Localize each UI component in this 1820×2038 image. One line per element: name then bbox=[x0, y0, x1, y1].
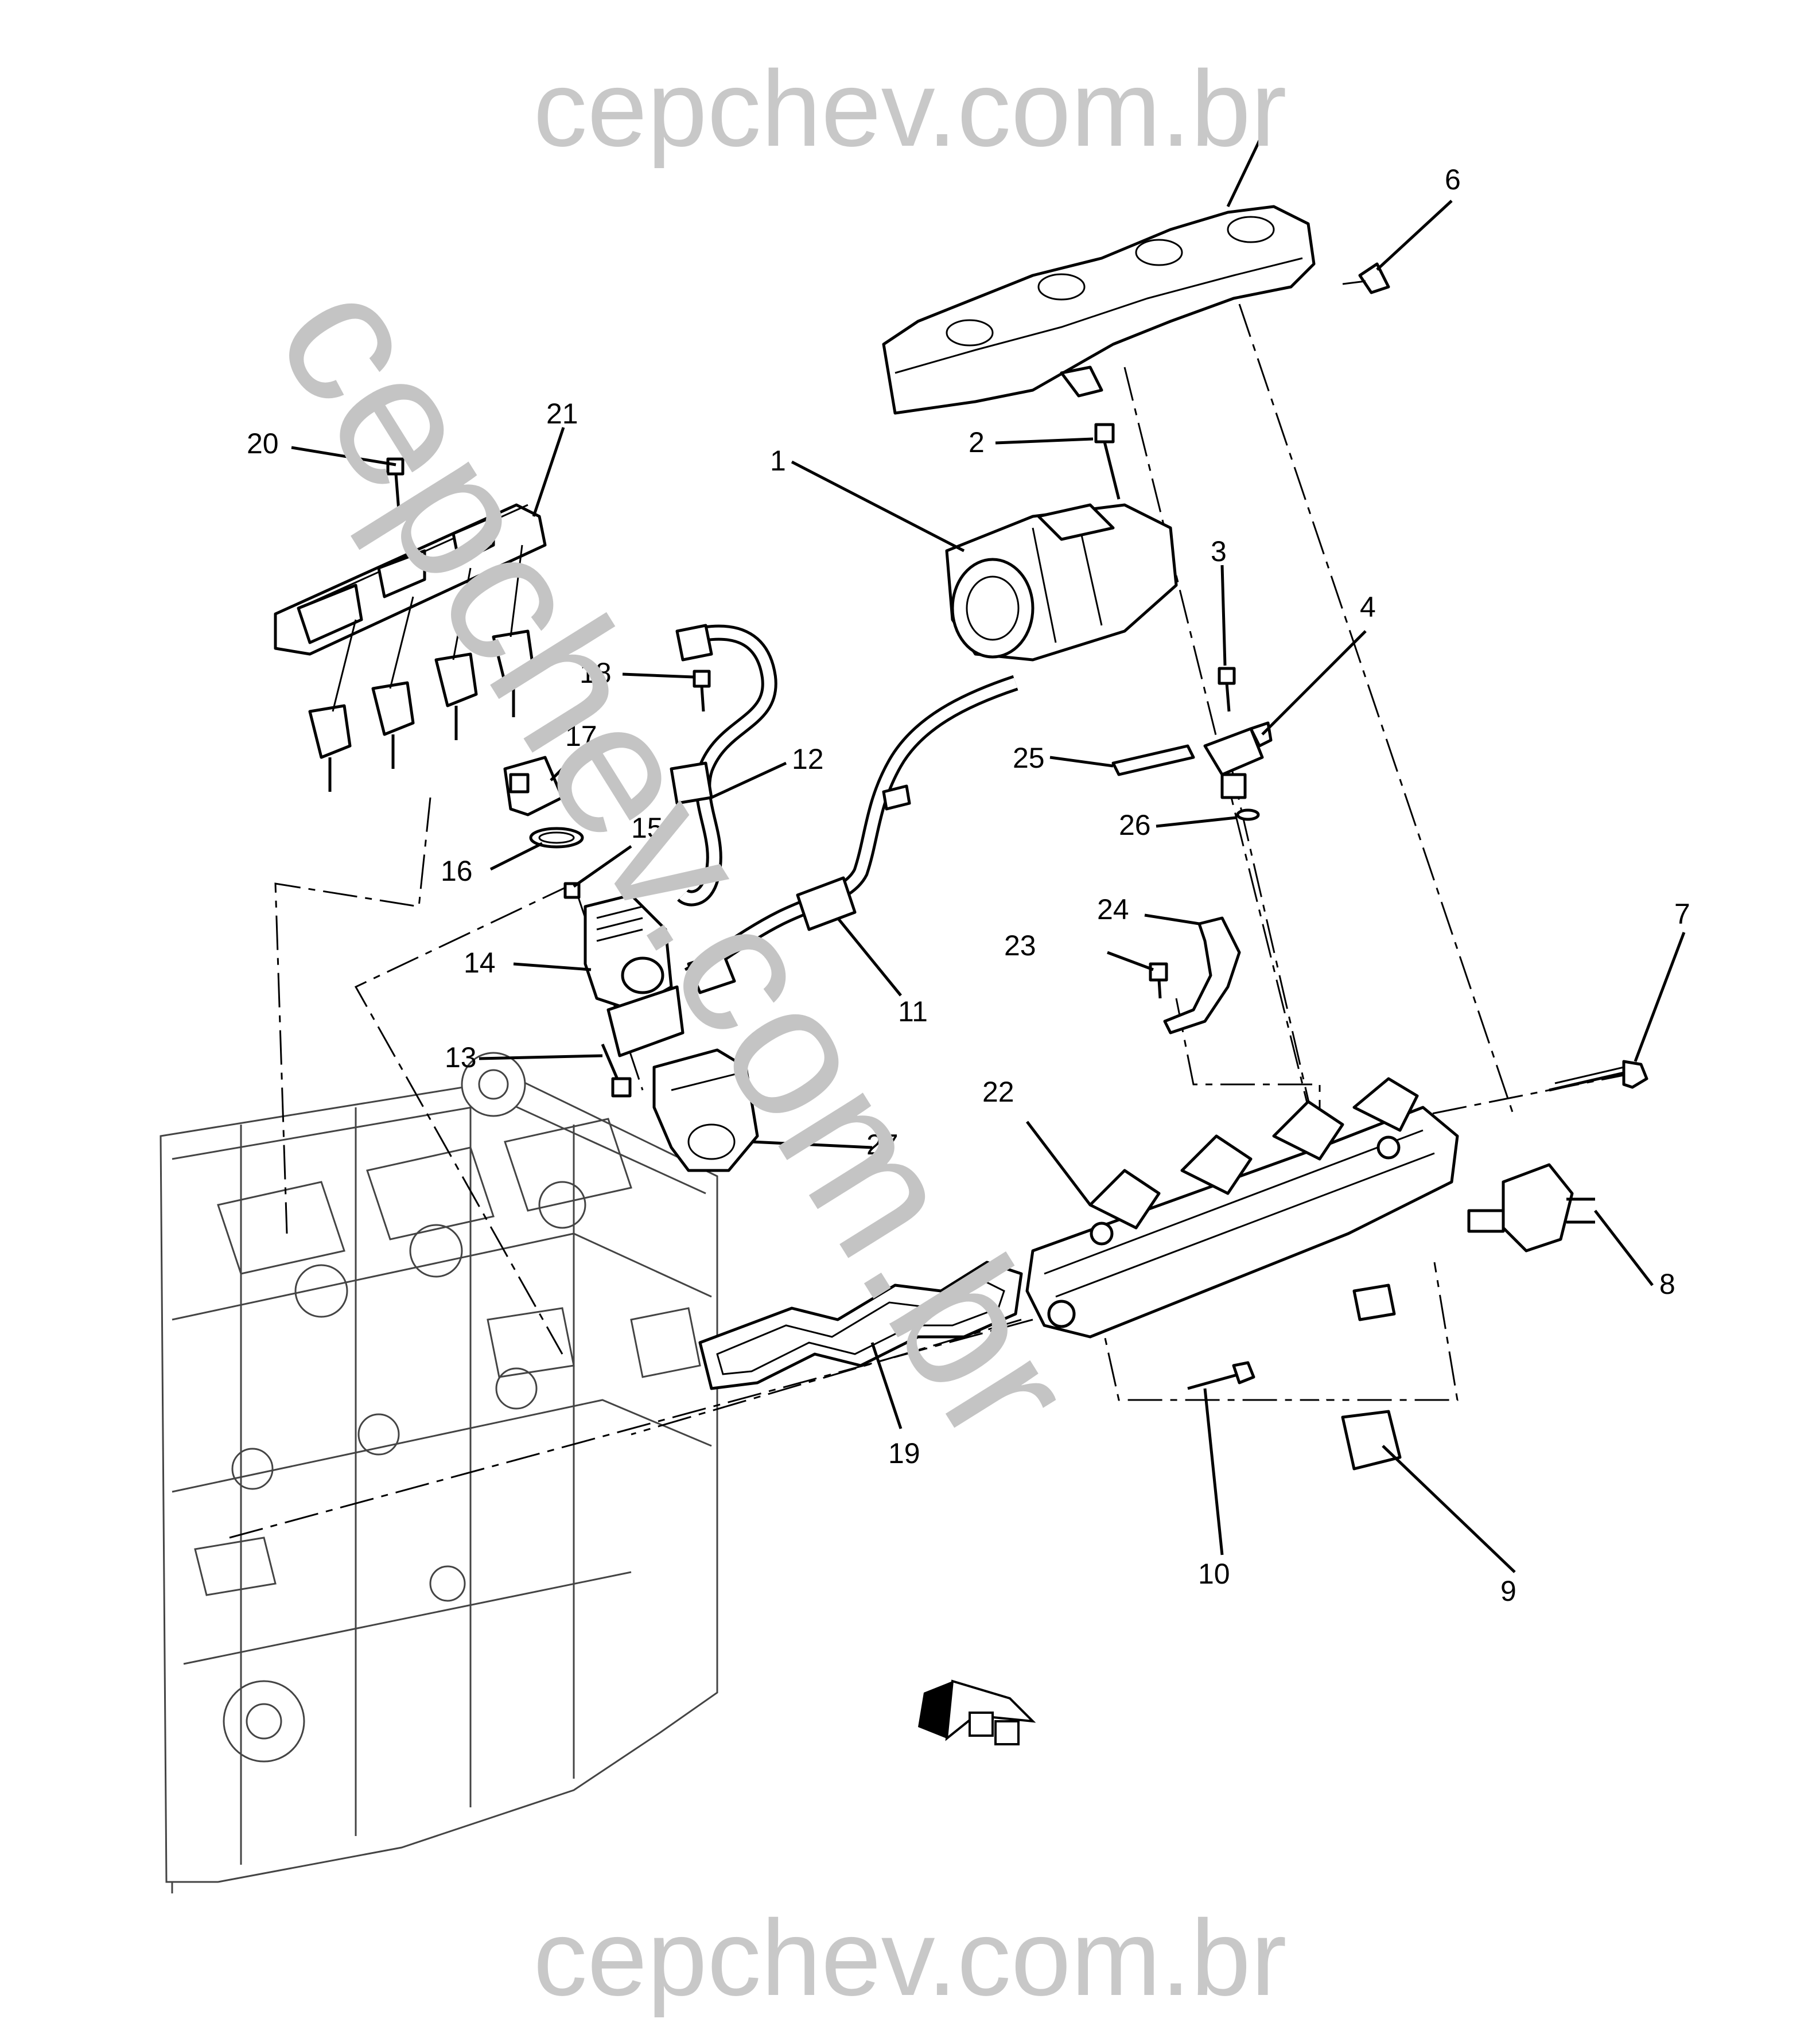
high-pressure-fuel-pump-part bbox=[584, 893, 685, 1057]
fuel-pump-cover-part bbox=[652, 1048, 759, 1172]
fuel-pump-follower-part bbox=[503, 756, 564, 816]
callout-25: 25 bbox=[1013, 742, 1045, 774]
engine-cover-part bbox=[882, 205, 1316, 415]
callout-17: 17 bbox=[565, 720, 597, 752]
callout-26: 26 bbox=[1119, 809, 1151, 841]
callout-21: 21 bbox=[546, 398, 578, 430]
callout-14: 14 bbox=[464, 947, 496, 979]
intake-gasket-part bbox=[698, 1261, 1023, 1390]
callout-27: 27 bbox=[866, 1129, 899, 1161]
long-bolt-part-7 bbox=[1549, 1060, 1648, 1092]
callout-24: 24 bbox=[1097, 893, 1129, 925]
fuel-rail-part bbox=[274, 503, 547, 792]
throttle-gasket-part bbox=[1111, 744, 1195, 776]
callout-18: 18 bbox=[580, 657, 612, 689]
sensor-o-ring-part bbox=[1236, 808, 1260, 821]
throttle-body-part bbox=[945, 503, 1178, 662]
fuel-pump-seal-part bbox=[529, 827, 584, 849]
bolt-part-23 bbox=[1149, 962, 1168, 999]
callout-1: 1 bbox=[770, 445, 786, 477]
watermark-bottom: cepchev.com.br bbox=[533, 1897, 1287, 2018]
front-direction-arrow-icon bbox=[918, 1679, 1036, 1745]
leader-lines bbox=[291, 139, 1686, 1573]
callout-20: 20 bbox=[247, 427, 279, 460]
bracket-part bbox=[1163, 916, 1241, 1034]
callout-15: 15 bbox=[631, 812, 663, 844]
bolt-part-2 bbox=[1094, 423, 1121, 500]
callout-7: 7 bbox=[1674, 898, 1690, 930]
callout-8: 8 bbox=[1659, 1268, 1675, 1300]
intake-manifold-part bbox=[1025, 1077, 1459, 1339]
push-pin-fastener-part bbox=[1342, 262, 1390, 294]
callout-13: 13 bbox=[445, 1041, 477, 1074]
callout-23: 23 bbox=[1004, 929, 1036, 962]
bolt-part-3 bbox=[1218, 667, 1236, 712]
fuel-pipe-part bbox=[670, 624, 777, 907]
engine-block bbox=[160, 1052, 718, 1893]
purge-solenoid-part bbox=[1467, 1163, 1595, 1253]
bolt-part-13 bbox=[601, 1044, 632, 1098]
callout-3: 3 bbox=[1211, 535, 1227, 567]
callout-10: 10 bbox=[1198, 1558, 1230, 1590]
fuel-pump-part-15 bbox=[563, 882, 581, 899]
callout-22: 22 bbox=[982, 1076, 1014, 1108]
callout-labels: 1 2 3 4 6 7 8 9 10 11 12 13 14 15 16 17 … bbox=[247, 164, 1690, 1607]
map-sensor-part bbox=[1203, 721, 1273, 799]
watermark-top: cepchev.com.br bbox=[533, 48, 1287, 169]
callout-19: 19 bbox=[888, 1437, 920, 1469]
bolt-part-20 bbox=[386, 457, 405, 511]
callout-6: 6 bbox=[1445, 164, 1461, 196]
callout-9: 9 bbox=[1500, 1575, 1516, 1607]
fuel-feed-line-part bbox=[684, 675, 1018, 994]
bolt-part-18 bbox=[693, 670, 711, 712]
bolt-part-10 bbox=[1187, 1361, 1255, 1390]
callout-2: 2 bbox=[969, 426, 985, 458]
pcv-hose-part bbox=[1262, 1284, 1402, 1472]
callout-12: 12 bbox=[792, 743, 824, 775]
callout-16: 16 bbox=[441, 855, 473, 887]
callout-4: 4 bbox=[1360, 591, 1376, 623]
callout-11: 11 bbox=[898, 995, 928, 1028]
